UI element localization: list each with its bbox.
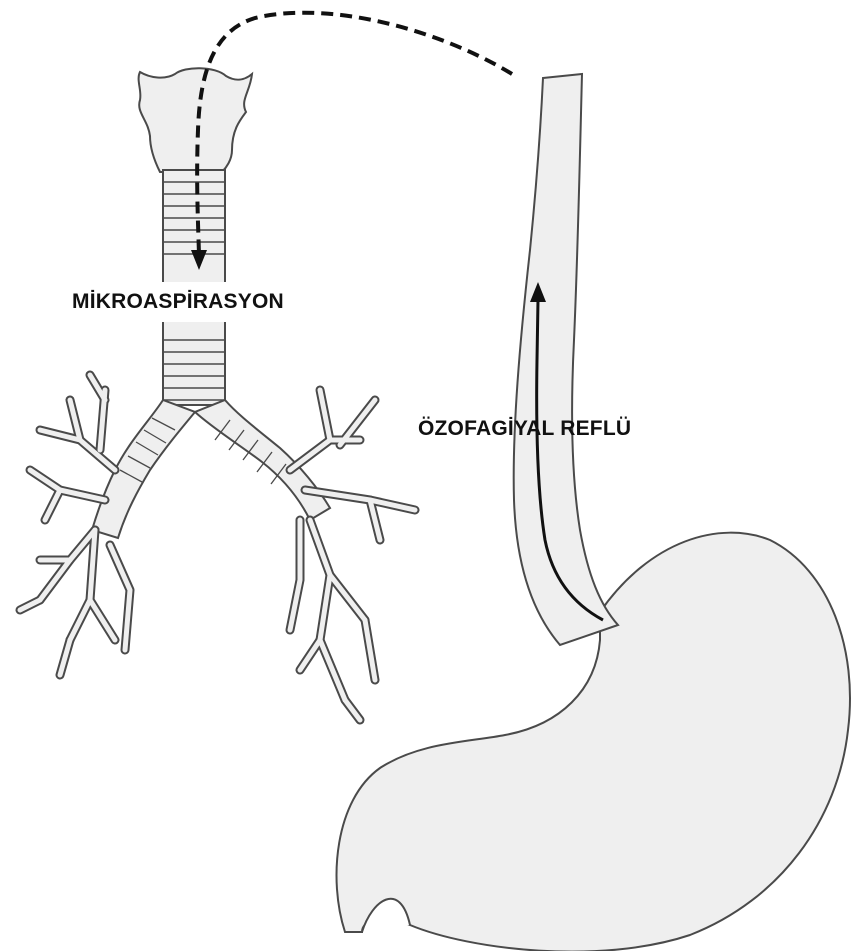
aspiration-path xyxy=(197,13,512,255)
esophagus xyxy=(514,74,618,645)
right-bronchial-tree-inner xyxy=(290,390,415,720)
reflux-label: ÖZOFAGİYAL REFLÜ xyxy=(418,417,631,441)
microaspiration-label: MİKROASPİRASYON xyxy=(72,290,284,314)
